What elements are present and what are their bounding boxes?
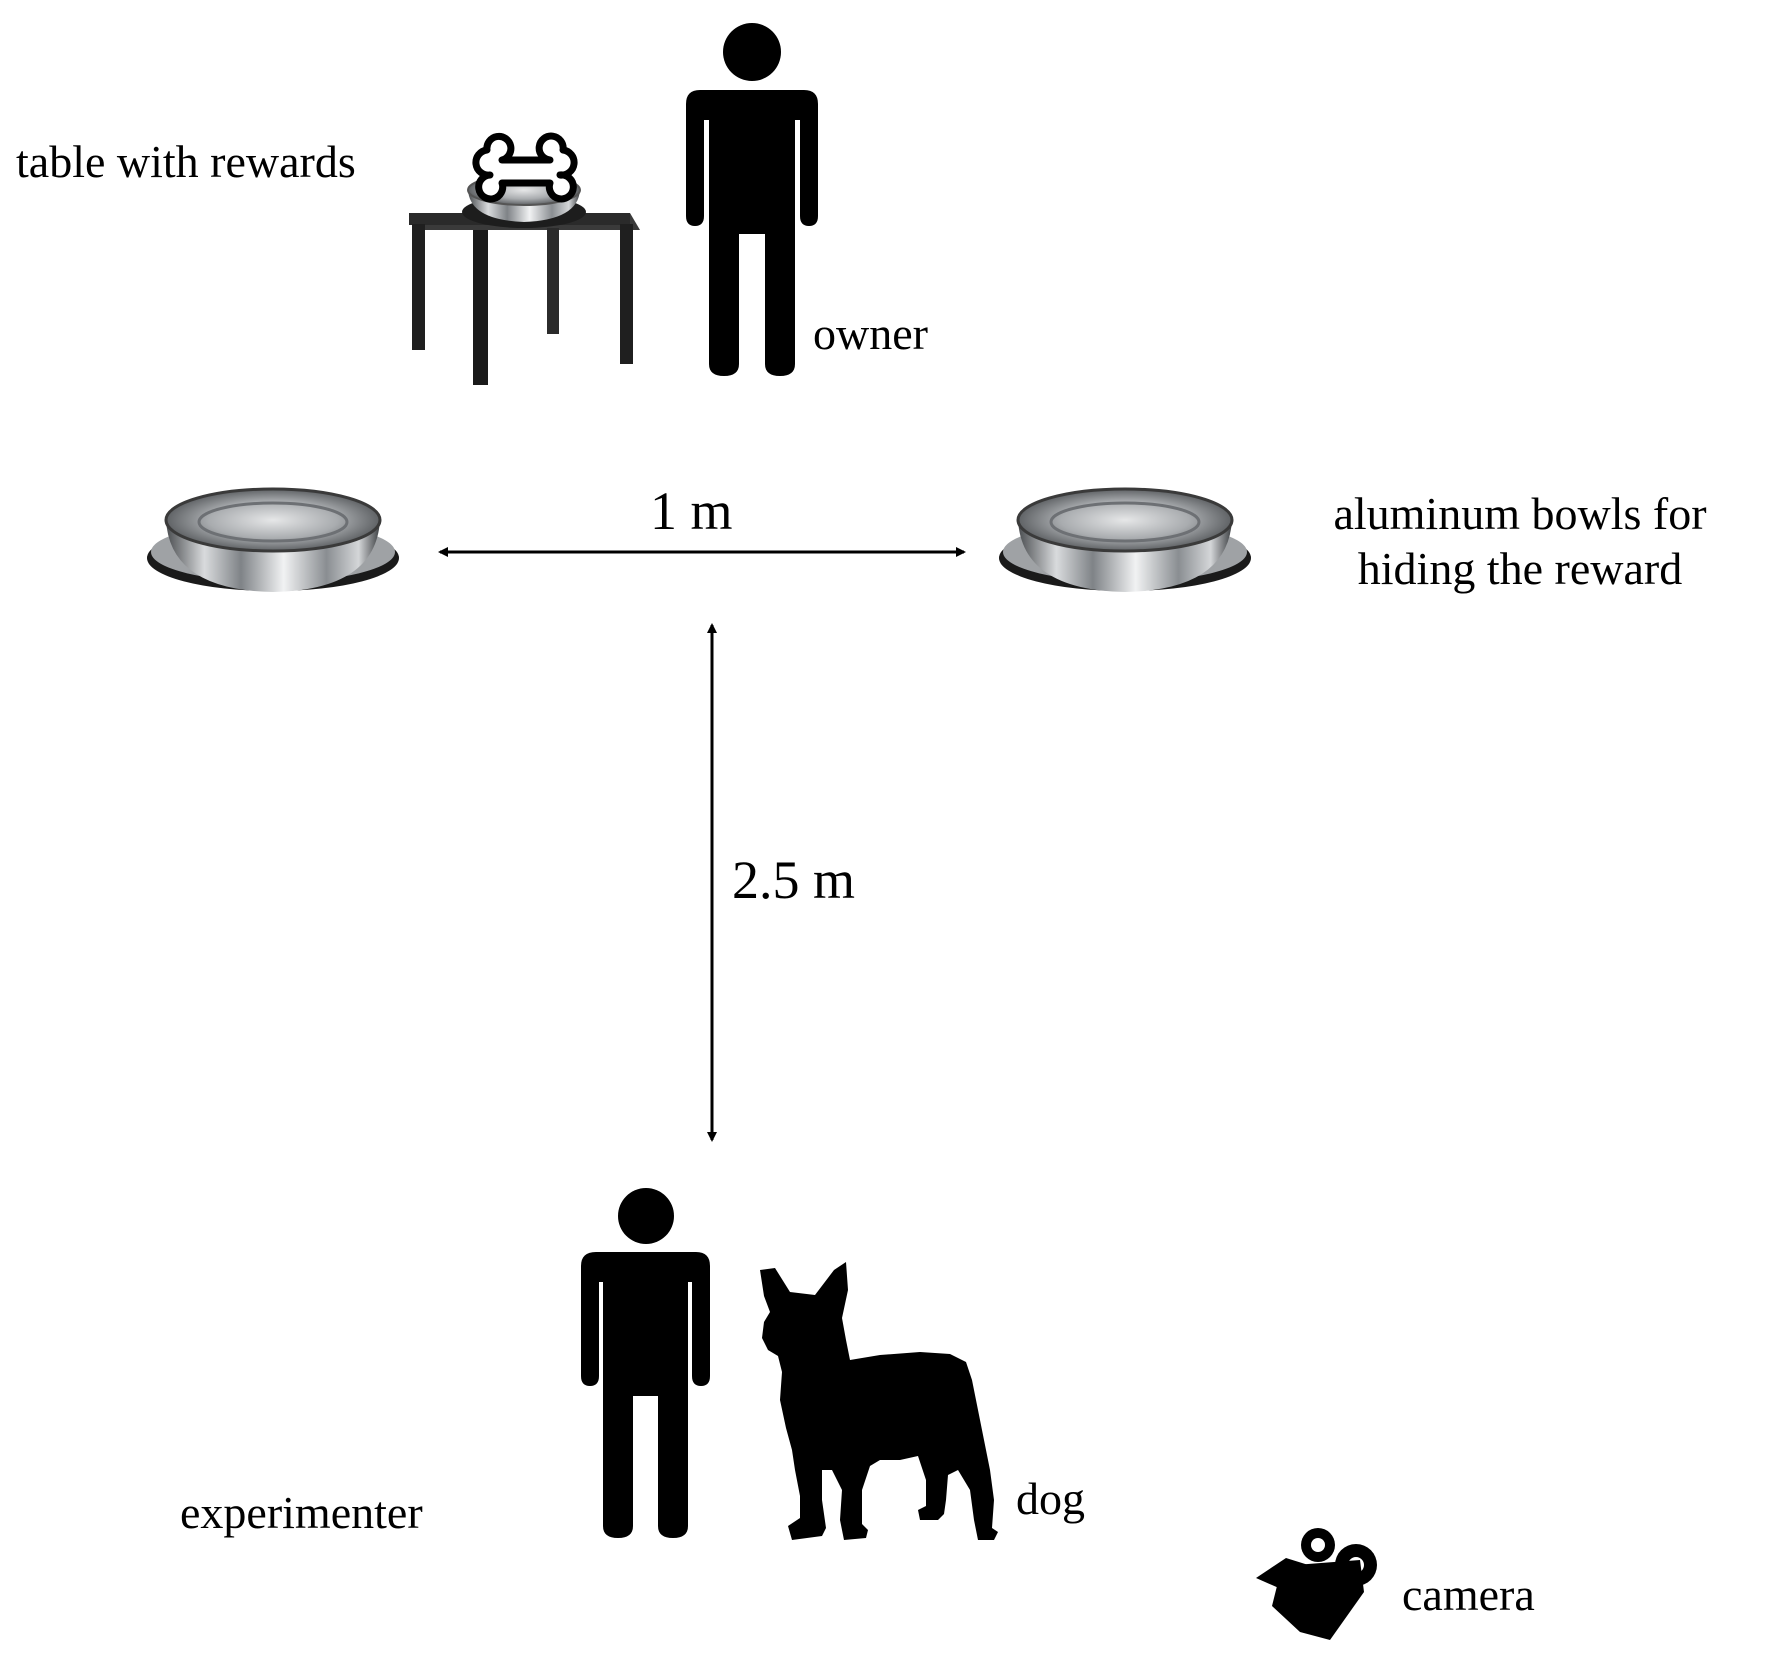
bowls-label-line1: aluminum bowls for — [1333, 488, 1707, 539]
person-icon — [581, 1188, 710, 1538]
camera-icon — [1256, 1528, 1377, 1640]
bowls-label-line2: hiding the reward — [1357, 543, 1683, 595]
bone-icon — [472, 132, 578, 203]
bowl-icon — [147, 487, 399, 592]
experimenter-label: experimenter — [180, 1487, 423, 1538]
bowls-label: aluminum bowls for hiding the reward — [1300, 486, 1740, 596]
start-distance-label: 2.5 m — [732, 850, 856, 910]
dog-label: dog — [1016, 1473, 1085, 1524]
bowl-icon — [999, 487, 1251, 592]
dog-icon — [760, 1262, 998, 1540]
owner-label: owner — [813, 308, 928, 359]
table-icon — [409, 213, 640, 385]
camera-label: camera — [1402, 1569, 1535, 1620]
person-icon — [686, 23, 818, 376]
bowl-spacing-label: 1 m — [650, 481, 733, 541]
table-label: table with rewards — [16, 136, 356, 187]
